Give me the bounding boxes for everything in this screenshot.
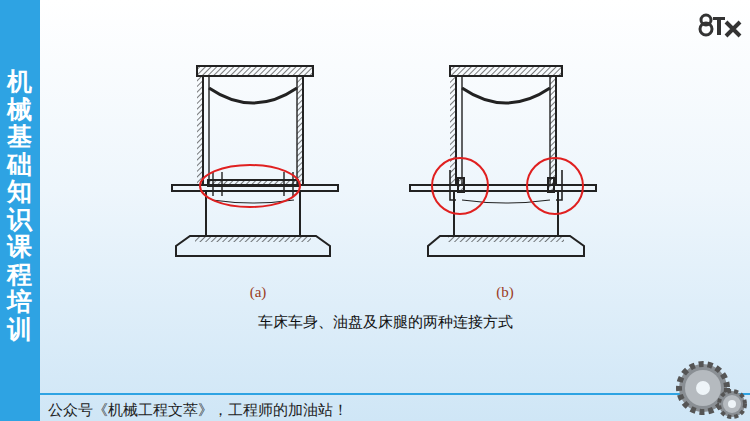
bottom-rule — [40, 393, 750, 395]
gear-icon — [679, 364, 745, 417]
course-title: 机械基础知识课程培训 — [7, 68, 32, 343]
footer-note: 公众号《机械工程文萃》，工程师的加油站！ — [48, 401, 348, 420]
logo — [700, 15, 740, 36]
side-bar — [0, 0, 40, 421]
figure-caption: 车床车身、油盘及床腿的两种连接方式 — [258, 313, 513, 332]
figure-label: (b) — [496, 284, 514, 301]
figure-label: (a) — [250, 284, 267, 301]
section-a — [172, 66, 338, 256]
section-b — [410, 66, 596, 256]
